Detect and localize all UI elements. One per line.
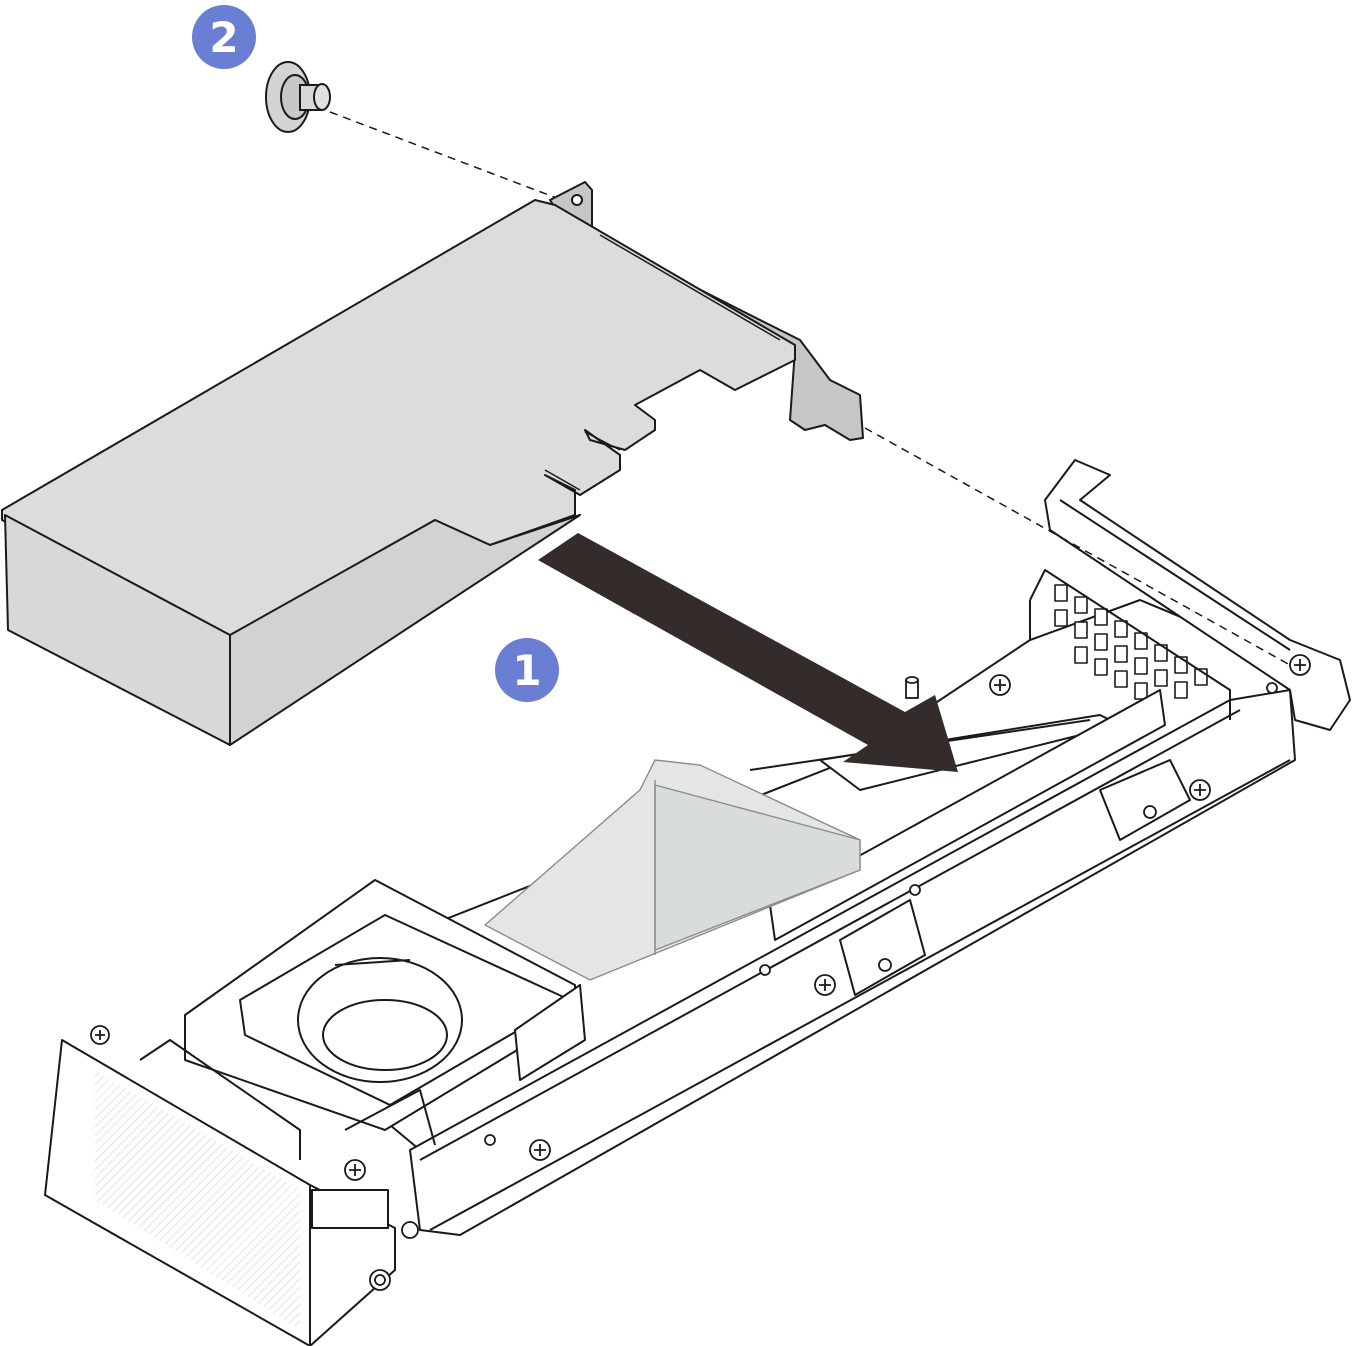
inner-rail-panel [769,689,1166,941]
pcie-adapter-card [1,181,864,746]
callout-label: 2 [209,13,238,62]
insert-direction-arrow [538,533,958,772]
screw-icon [814,974,836,996]
card-bracket [549,181,864,441]
callout-step-1: 1 [495,638,559,702]
thumbscrew-icon [265,61,331,133]
screw-icon [529,1139,551,1161]
vent-slots [1054,584,1208,700]
center-latch [839,899,926,996]
alignment-guides [329,111,1291,666]
screw-icon [344,1159,366,1181]
guide-pin [905,676,919,699]
front-thumbscrew [369,1269,391,1291]
screw-icon [989,674,1011,696]
guide-line-screw [329,111,576,206]
rear-bracket-frame [1044,459,1351,731]
screw-icon [1189,779,1211,801]
chassis-screws [90,654,1311,1291]
screw-icon [1289,654,1311,676]
side-latch [1099,759,1191,841]
air-duct [483,759,861,981]
screw-icon [90,1025,110,1045]
callout-step-2: 2 [192,5,256,69]
guide-line-bracket [864,427,1291,666]
callout-label: 1 [512,646,541,695]
